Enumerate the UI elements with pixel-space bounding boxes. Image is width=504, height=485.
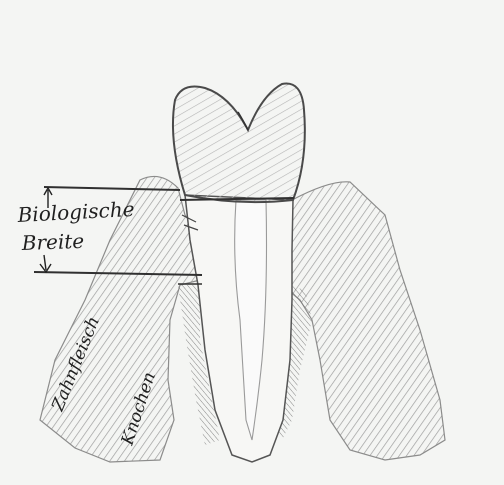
label-biological-width-line2: Breite — [20, 229, 84, 255]
